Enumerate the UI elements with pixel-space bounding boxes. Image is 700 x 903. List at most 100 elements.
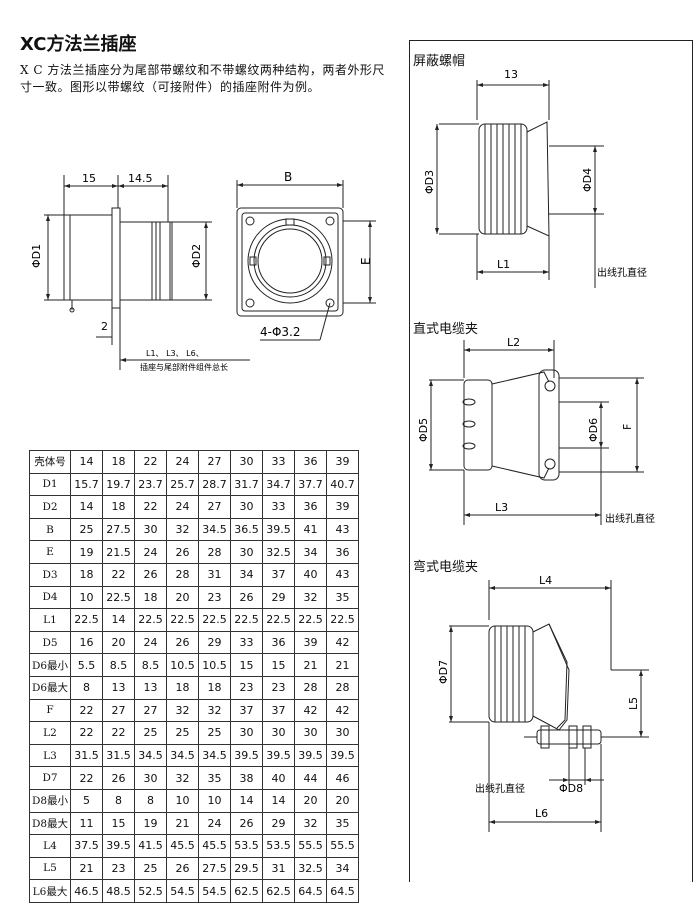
table-cell: 18 <box>70 562 103 587</box>
receptacle-face-drawing: B E 4-Φ3.2 <box>236 170 376 341</box>
table-cell: 41 <box>294 517 327 542</box>
table-cell: 22.5 <box>198 608 231 632</box>
table-cell: 33 <box>262 450 295 474</box>
table-cell: 30 <box>230 540 263 564</box>
dim-13-label: 13 <box>504 68 518 81</box>
table-cell: 25 <box>70 517 103 542</box>
table-cell: 22.5 <box>70 608 103 632</box>
table-cell: 39.5 <box>230 743 263 768</box>
table-cell: 20 <box>102 630 135 655</box>
table-cell: 42 <box>294 698 327 723</box>
table-cell: 25 <box>198 721 231 745</box>
l5-label: L5 <box>627 697 640 710</box>
table-cell: 25.7 <box>166 472 199 497</box>
table-cell: 15 <box>262 653 295 677</box>
table-cell: 31.7 <box>230 472 263 497</box>
table-cell: 32.5 <box>294 856 327 881</box>
table-cell: 40 <box>294 562 327 587</box>
table-cell: 55.5 <box>294 834 327 858</box>
table-cell: 26 <box>134 562 167 587</box>
holes-label: 4-Φ3.2 <box>260 325 301 339</box>
straight-clamp-drawing: L2 ΦD5 ΦD6 F L3 出线孔直径 <box>417 336 655 525</box>
row-header: D6最小 <box>29 653 71 677</box>
table-cell: 10 <box>70 585 103 610</box>
table-cell: 13 <box>134 675 167 700</box>
table-cell: 30 <box>134 517 167 542</box>
table-cell: 19 <box>134 811 167 836</box>
table-cell: 28.7 <box>198 472 231 497</box>
l1-label: L1 <box>497 258 510 271</box>
row-header: D8最小 <box>29 788 71 813</box>
table-cell: 18 <box>198 675 231 700</box>
table-cell: 30 <box>230 450 263 474</box>
row-header: L6最大 <box>29 879 71 903</box>
table-cell: 31.5 <box>70 743 103 768</box>
table-cell: 28 <box>198 540 231 564</box>
table-cell: 28 <box>326 675 359 700</box>
table-cell: 23 <box>198 585 231 610</box>
row-header: L2 <box>29 721 71 745</box>
table-cell: 21 <box>326 653 359 677</box>
table-cell: 22 <box>70 766 103 790</box>
table-cell: 36.5 <box>230 517 263 542</box>
table-cell: 21 <box>70 856 103 881</box>
table-cell: 35 <box>198 766 231 790</box>
d5-label: ΦD5 <box>417 418 430 442</box>
row-header: E <box>29 540 71 564</box>
table-cell: 20 <box>166 585 199 610</box>
table-cell: 39 <box>294 630 327 655</box>
table-cell: 40.7 <box>326 472 359 497</box>
table-cell: 10 <box>198 788 231 813</box>
table-cell: 45.5 <box>166 834 199 858</box>
table-cell: 22.5 <box>230 608 263 632</box>
table-cell: 34 <box>326 856 359 881</box>
intro-paragraph: X C 方法兰插座分为尾部带螺纹和不带螺纹两种结构，两者外形尺寸一致。图形以带螺… <box>20 63 385 94</box>
table-cell: 30 <box>134 766 167 790</box>
table-cell: 22 <box>70 721 103 745</box>
table-cell: 24 <box>134 630 167 655</box>
table-cell: 32 <box>294 585 327 610</box>
table-cell: 31.5 <box>102 743 135 768</box>
table-cell: 54.5 <box>166 879 199 903</box>
table-cell: 42 <box>326 630 359 655</box>
table-cell: 30 <box>326 721 359 745</box>
row-header: D3 <box>29 562 71 587</box>
table-cell: 39 <box>326 495 359 519</box>
table-cell: 30 <box>230 721 263 745</box>
table-cell: 39 <box>326 450 359 474</box>
straight-clamp-title: 直式电缆夹 <box>413 322 479 337</box>
row-header: L3 <box>29 743 71 768</box>
table-cell: 34.5 <box>198 517 231 542</box>
table-cell: 27 <box>198 450 231 474</box>
table-cell: 18 <box>102 495 135 519</box>
table-cell: 33 <box>262 495 295 519</box>
table-cell: 32 <box>166 698 199 723</box>
table-cell: 27.5 <box>198 856 231 881</box>
table-cell: 14 <box>70 495 103 519</box>
table-cell: 41.5 <box>134 834 167 858</box>
table-cell: 22 <box>102 721 135 745</box>
table-cell: 10.5 <box>198 653 231 677</box>
table-cell: 44 <box>294 766 327 790</box>
table-cell: 39.5 <box>262 743 295 768</box>
d6-label: ΦD6 <box>587 418 600 442</box>
table-cell: 8.5 <box>134 653 167 677</box>
shield-outlet-label: 出线孔直径 <box>597 266 647 279</box>
table-cell: 21.5 <box>102 540 135 564</box>
table-cell: 30 <box>230 495 263 519</box>
table-cell: 53.5 <box>262 834 295 858</box>
dim-15-label: 15 <box>82 172 96 185</box>
table-cell: 32 <box>294 811 327 836</box>
table-cell: 52.5 <box>134 879 167 903</box>
l2-label: L2 <box>507 336 520 349</box>
table-cell: 34 <box>230 562 263 587</box>
table-cell: 36 <box>262 630 295 655</box>
